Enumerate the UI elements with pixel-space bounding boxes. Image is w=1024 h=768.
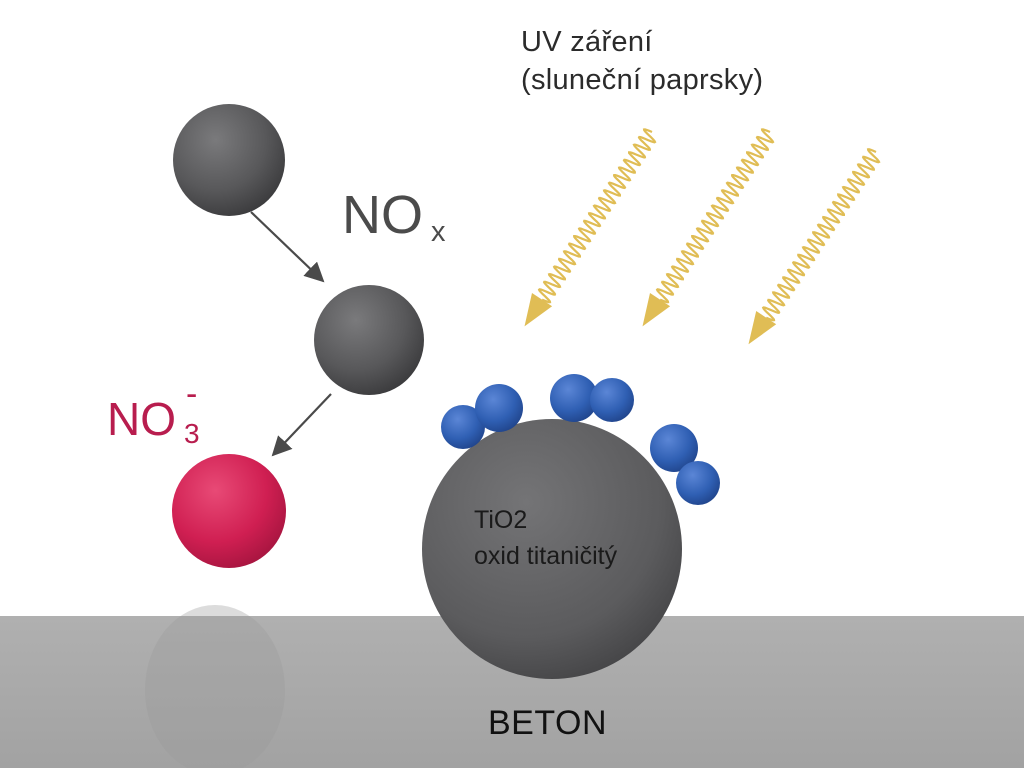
uv-wave-icon <box>655 128 775 304</box>
tio2-name-label: oxid titaničitý <box>474 542 618 570</box>
concrete-texture <box>145 605 285 768</box>
catalyst-beads <box>441 374 720 505</box>
nox-label: NO <box>342 185 423 245</box>
nox-subscript: x <box>431 216 446 248</box>
reaction-arrow-icon <box>271 393 332 457</box>
uv-arrowhead-icon <box>748 311 777 345</box>
uv-wave-icon <box>537 128 657 304</box>
uv-wave-icon <box>761 148 881 322</box>
tio2-particle <box>422 419 682 679</box>
uv-radiation-sublabel: (sluneční paprsky) <box>521 64 764 96</box>
tio2-formula-label: TiO2 <box>474 506 528 534</box>
uv-arrowhead-icon <box>524 293 553 327</box>
nox-particle-top <box>173 104 285 216</box>
uv-radiation-label: UV záření <box>521 26 653 58</box>
uv-rays <box>524 128 881 345</box>
nitrate-label: NO <box>107 393 176 445</box>
nitrate-particle <box>172 454 286 568</box>
concrete-label: BETON <box>488 704 608 742</box>
nitrate-charge: - <box>186 375 198 413</box>
uv-arrowhead-icon <box>642 293 671 327</box>
nitrate-subscript: 3 <box>184 418 200 449</box>
reaction-arrow-icon <box>250 211 325 283</box>
nox-particle-middle <box>314 285 424 395</box>
